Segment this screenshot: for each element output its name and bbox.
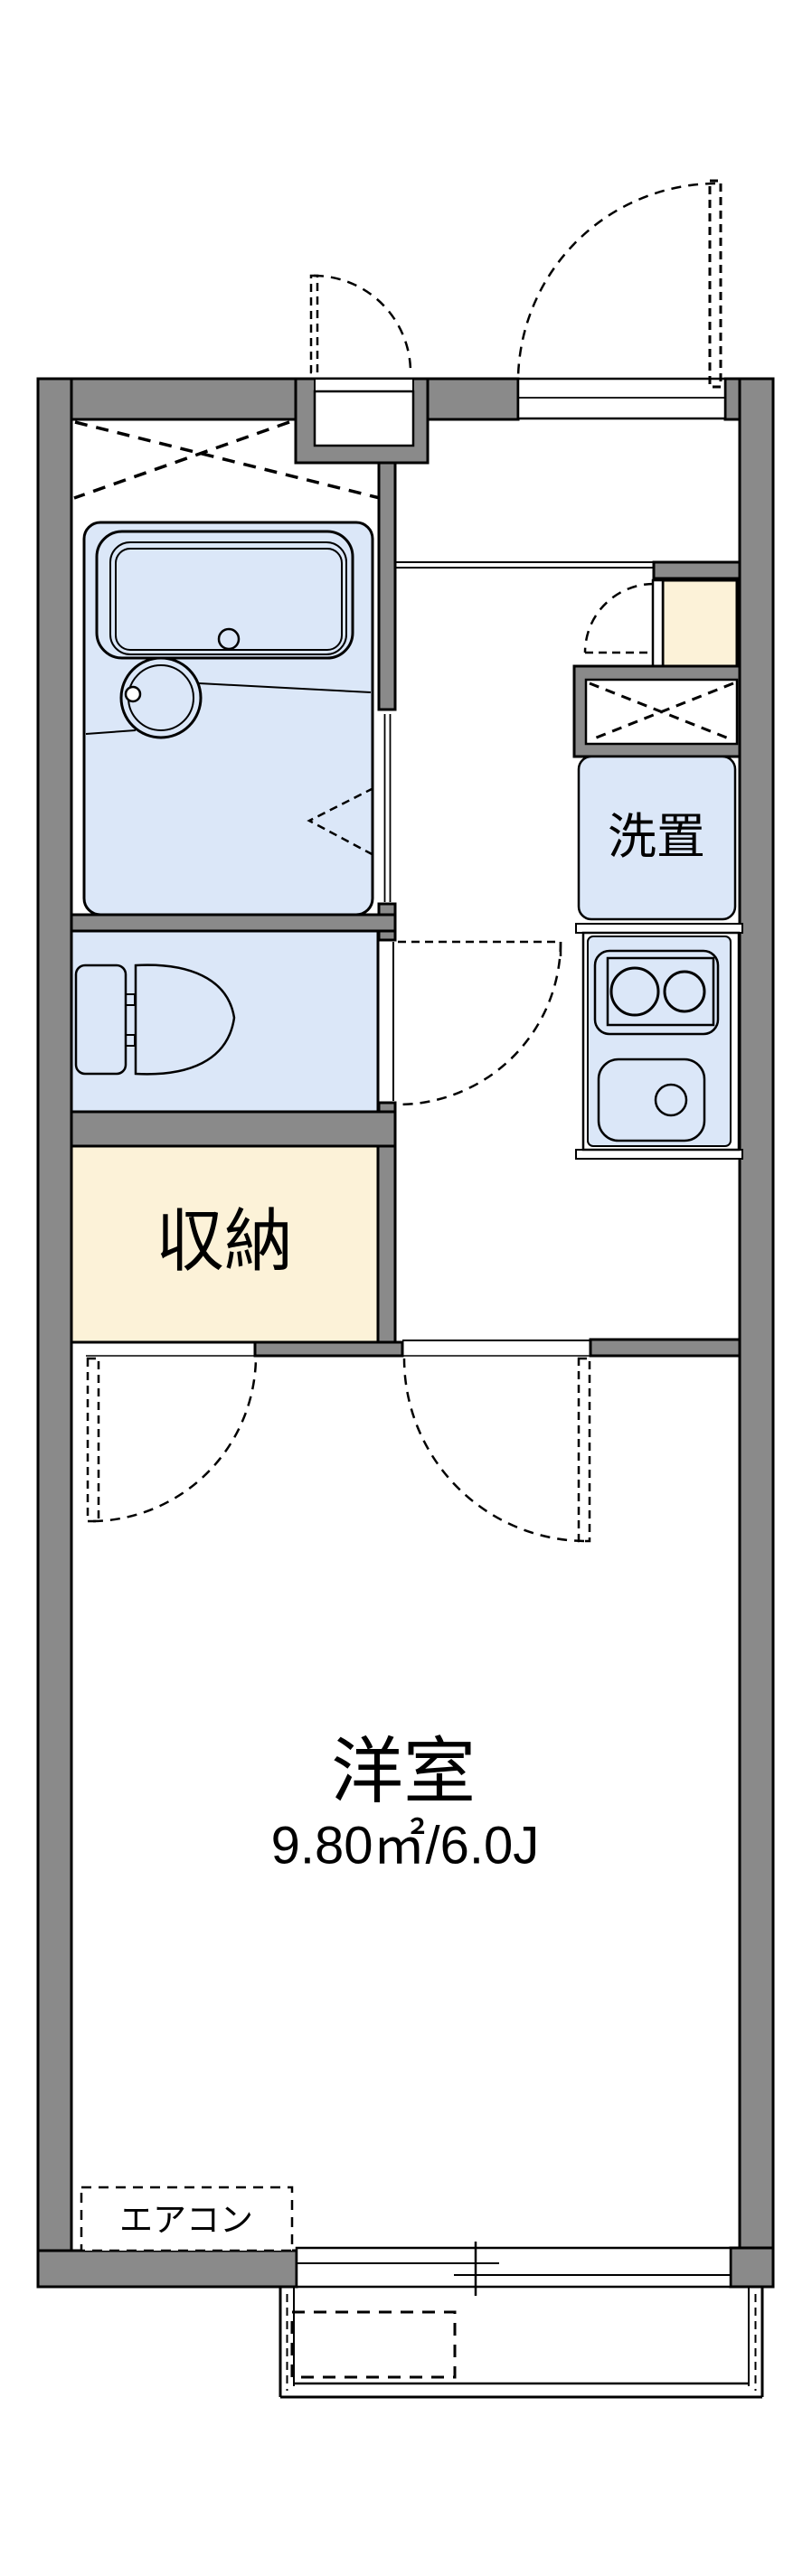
shoe-cabinet-door [583,582,655,654]
kitchen-counter [575,923,743,1160]
washbasin [85,656,372,739]
stove [593,949,720,1036]
storage-closet: 収納 [70,1144,380,1344]
outer-walls [36,377,775,2289]
toilet-bowl [134,964,236,1076]
toilet-door [392,940,562,1106]
washer-label: 洗置 [608,810,705,864]
bathroom-overhead-x [73,420,381,500]
main-room: 洋室 9.80㎡/6.0J [271,1732,540,1876]
aircon-box: エアコン [80,2186,294,2252]
hallway-door [402,1340,591,1543]
washer-space: 洗置 [577,755,737,921]
shoe-cabinet [651,578,739,668]
toilet-tank [74,964,127,1076]
room-area-label: 9.80㎡/6.0J [271,1817,540,1876]
balcony [279,2287,764,2399]
closet-door [86,1355,258,1523]
aircon-label: エアコン [119,2202,253,2239]
sink [597,1058,706,1142]
closet-label: 収納 [156,1204,293,1281]
balcony-hatch [290,2310,457,2379]
bathtub [95,530,354,660]
service-niche [313,378,415,447]
entrance-door [516,179,727,420]
genkan-step [395,561,654,569]
bathroom-door [383,714,392,902]
service-door [309,274,412,374]
pipe-space [572,664,741,758]
toilet-room [70,929,380,1114]
window [295,2242,732,2296]
bathroom-door-swing [307,786,376,858]
room-label: 洋室 [331,1732,476,1812]
bath-unit [82,521,376,917]
